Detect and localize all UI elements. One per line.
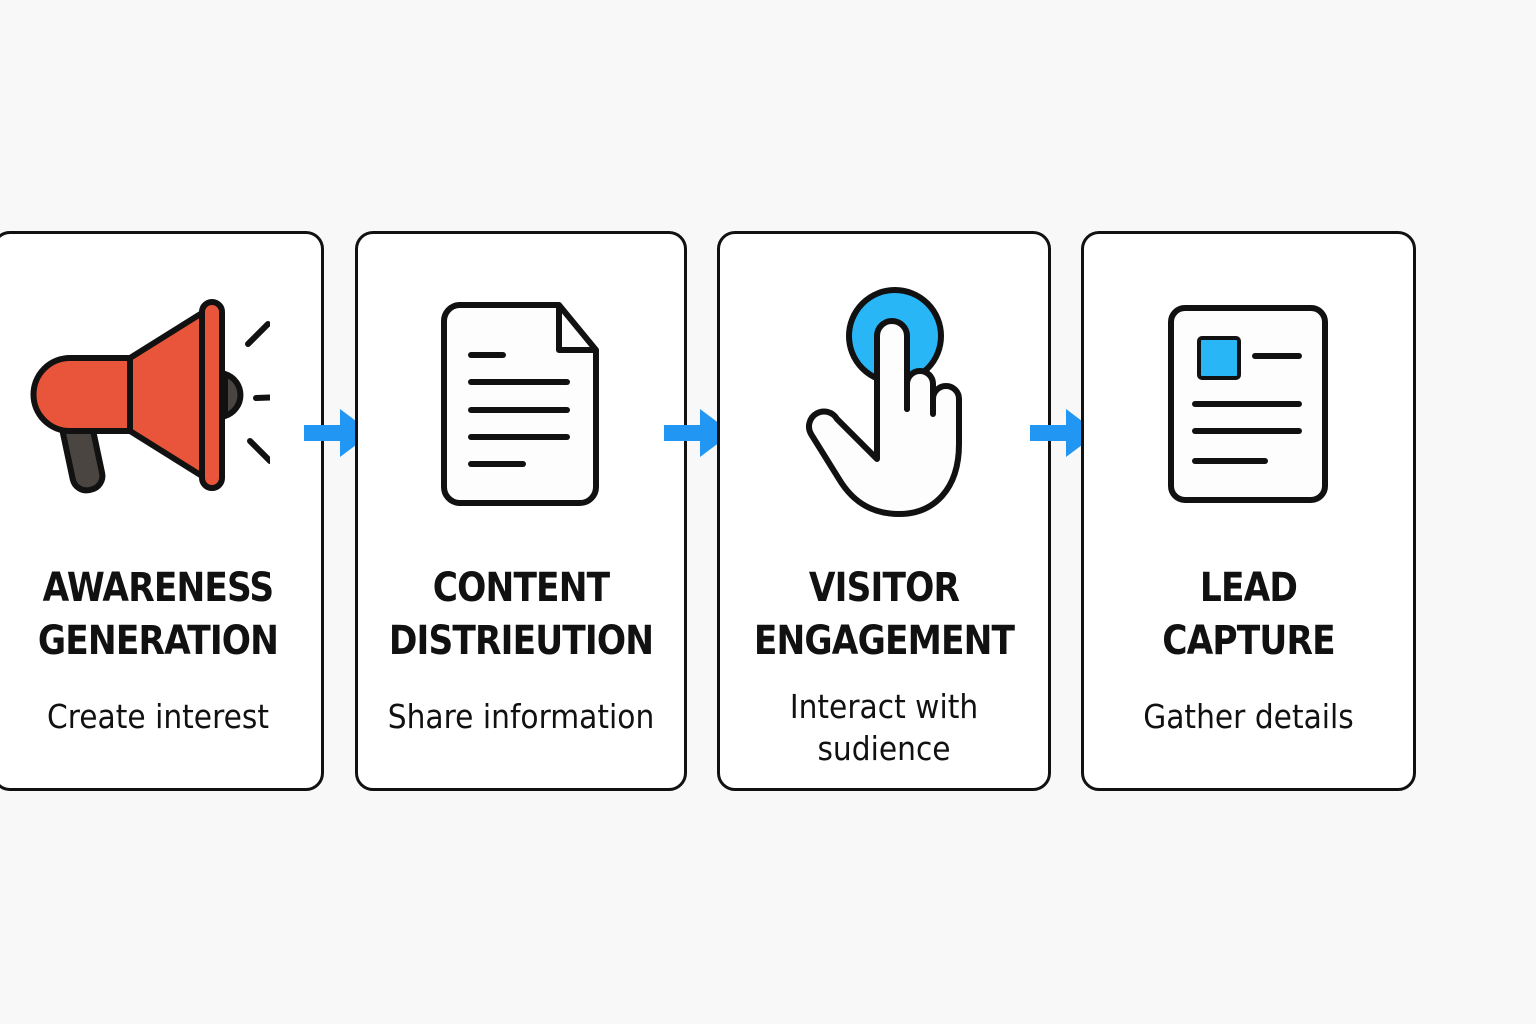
stage-title: VISITOR ENGAGEMENT xyxy=(753,565,1015,664)
form-icon xyxy=(1167,305,1328,503)
stage-subtitle: Interact with sudience xyxy=(789,687,979,768)
stage-title: LEAD CAPTURE xyxy=(1162,565,1335,664)
stage-card-visitor: VISITOR ENGAGEMENT Interact with sudienc… xyxy=(717,231,1051,791)
stage-card-lead: LEAD CAPTURE Gather details xyxy=(1081,231,1416,791)
stage-subtitle: Gather details xyxy=(1143,697,1354,736)
stage-card-awareness: AWARENESS GENERATION Create interest xyxy=(0,231,324,791)
stage-subtitle: Create interest xyxy=(46,697,270,736)
arrow-right-icon xyxy=(664,409,732,457)
stage-title: AWARENESS GENERATION xyxy=(37,565,279,664)
stage-subtitle: Share information xyxy=(387,697,655,736)
pointer-hand-icon xyxy=(806,287,962,517)
megaphone-icon xyxy=(30,299,270,494)
stage-card-content: CONTENT DISTRIEUTION Share information xyxy=(355,231,687,791)
stage-title: CONTENT DISTRIEUTION xyxy=(388,565,654,664)
document-icon xyxy=(441,302,599,506)
